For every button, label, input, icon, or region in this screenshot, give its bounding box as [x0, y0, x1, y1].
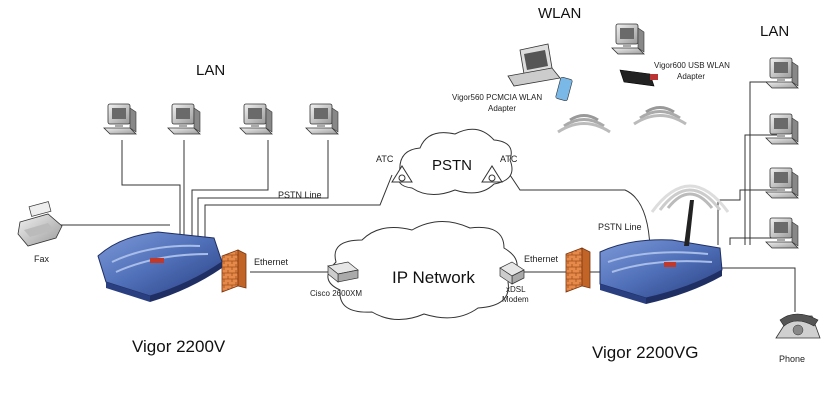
ip-network-cloud — [327, 221, 518, 320]
wlan-label: WLAN — [538, 5, 581, 22]
firewall-right-icon — [565, 247, 591, 293]
computer-icon — [765, 167, 799, 199]
router-right-label: Vigor 2200VG — [592, 343, 698, 362]
pcmcia-card-icon — [555, 76, 573, 102]
cisco-router-icon — [327, 261, 359, 283]
vigor600-label-2: Adapter — [677, 72, 705, 81]
connection-lines — [60, 81, 796, 312]
cisco-label: Cisco 2600XM — [310, 289, 362, 298]
lan-left-label: LAN — [196, 62, 225, 79]
xdsl-modem-icon — [499, 261, 525, 285]
atc-right-label: ATC — [500, 154, 518, 164]
vigor600-label: Vigor600 USB WLAN — [654, 61, 730, 70]
ethernet-right-label: Ethernet — [524, 254, 559, 264]
computer-icon — [167, 103, 201, 135]
ethernet-left-label: Ethernet — [254, 257, 289, 267]
router-right-wireless-icon — [650, 184, 730, 213]
lan-right-label: LAN — [760, 23, 789, 40]
laptop-icon — [507, 43, 561, 87]
pstn-line-left-label: PSTN Line — [278, 190, 322, 200]
vigor560-label-2: Adapter — [488, 104, 516, 113]
ip-network-label: IP Network — [392, 268, 475, 287]
wireless-signal-icon — [556, 114, 612, 134]
computer-icon — [765, 57, 799, 89]
computer-icon — [239, 103, 273, 135]
atc-left-label: ATC — [376, 154, 394, 164]
router-left-icon — [97, 231, 223, 302]
computer-icon — [103, 103, 137, 135]
firewall-left-icon — [221, 249, 247, 293]
router-left-label: Vigor 2200V — [132, 337, 226, 356]
fax-icon — [17, 201, 63, 247]
lan-right-computers — [765, 57, 799, 249]
atc-left-icon — [391, 165, 413, 183]
pstn-cloud — [398, 128, 513, 195]
phone-label: Phone — [779, 354, 805, 364]
router-right-icon — [599, 200, 723, 304]
pstn-label: PSTN — [432, 157, 472, 174]
lan-left-computers — [103, 103, 339, 135]
usb-adapter-icon — [619, 69, 658, 87]
phone-icon — [775, 313, 821, 339]
computer-icon — [765, 113, 799, 145]
xdsl-label: xDSL — [506, 285, 526, 294]
computer-icon — [611, 23, 645, 55]
modem-label: Modem — [502, 295, 529, 304]
wireless-signal-icon — [632, 106, 688, 126]
fax-label: Fax — [34, 254, 50, 264]
pstn-line-right-label: PSTN Line — [598, 222, 642, 232]
atc-right-icon — [481, 165, 503, 183]
computer-icon — [305, 103, 339, 135]
vigor560-label: Vigor560 PCMCIA WLAN — [452, 93, 542, 102]
computer-icon — [765, 217, 799, 249]
